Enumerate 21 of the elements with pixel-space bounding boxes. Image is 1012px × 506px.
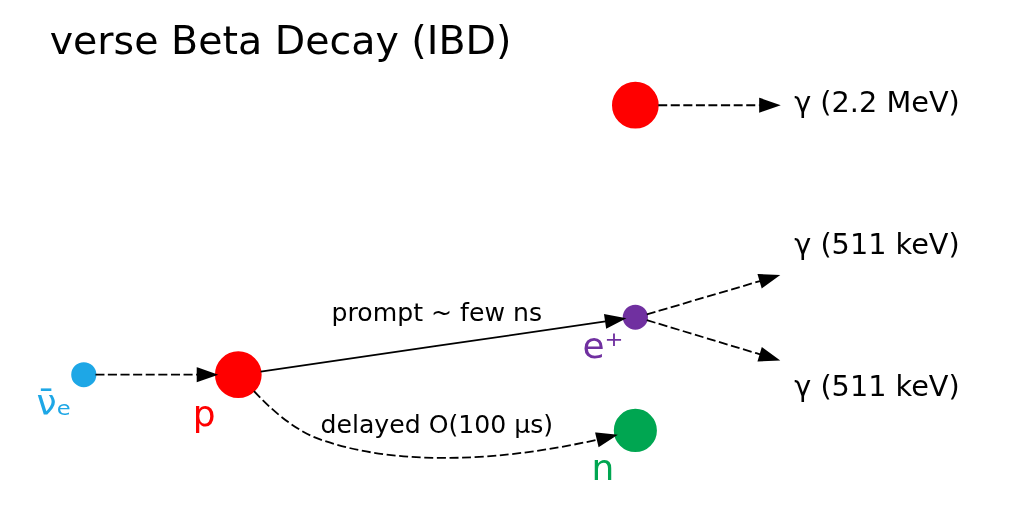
arrow bbox=[645, 319, 781, 362]
diagram-title: verse Beta Decay (IBD) bbox=[49, 17, 512, 64]
node-label: p bbox=[192, 392, 216, 434]
node-label: e⁺ bbox=[582, 324, 624, 366]
node-text: γ (2.2 MeV) bbox=[794, 85, 960, 120]
node-text: γ (511 keV) bbox=[794, 226, 960, 261]
node-text: γ (511 keV) bbox=[794, 368, 960, 403]
edge-label: delayed O(100 μs) bbox=[320, 409, 554, 439]
node-circle bbox=[612, 81, 659, 129]
node-label: ν̄ₑ bbox=[36, 382, 72, 424]
arrow bbox=[645, 273, 781, 316]
arrow bbox=[94, 367, 219, 383]
node-circle bbox=[214, 351, 262, 399]
node-circle bbox=[613, 408, 657, 452]
node-circle bbox=[622, 304, 648, 330]
node-label: n bbox=[591, 446, 615, 488]
edge-label: prompt ~ few ns bbox=[331, 298, 543, 328]
node-circle bbox=[71, 362, 97, 388]
arrow bbox=[253, 390, 618, 459]
arrow bbox=[657, 97, 781, 113]
arrow bbox=[259, 313, 627, 373]
